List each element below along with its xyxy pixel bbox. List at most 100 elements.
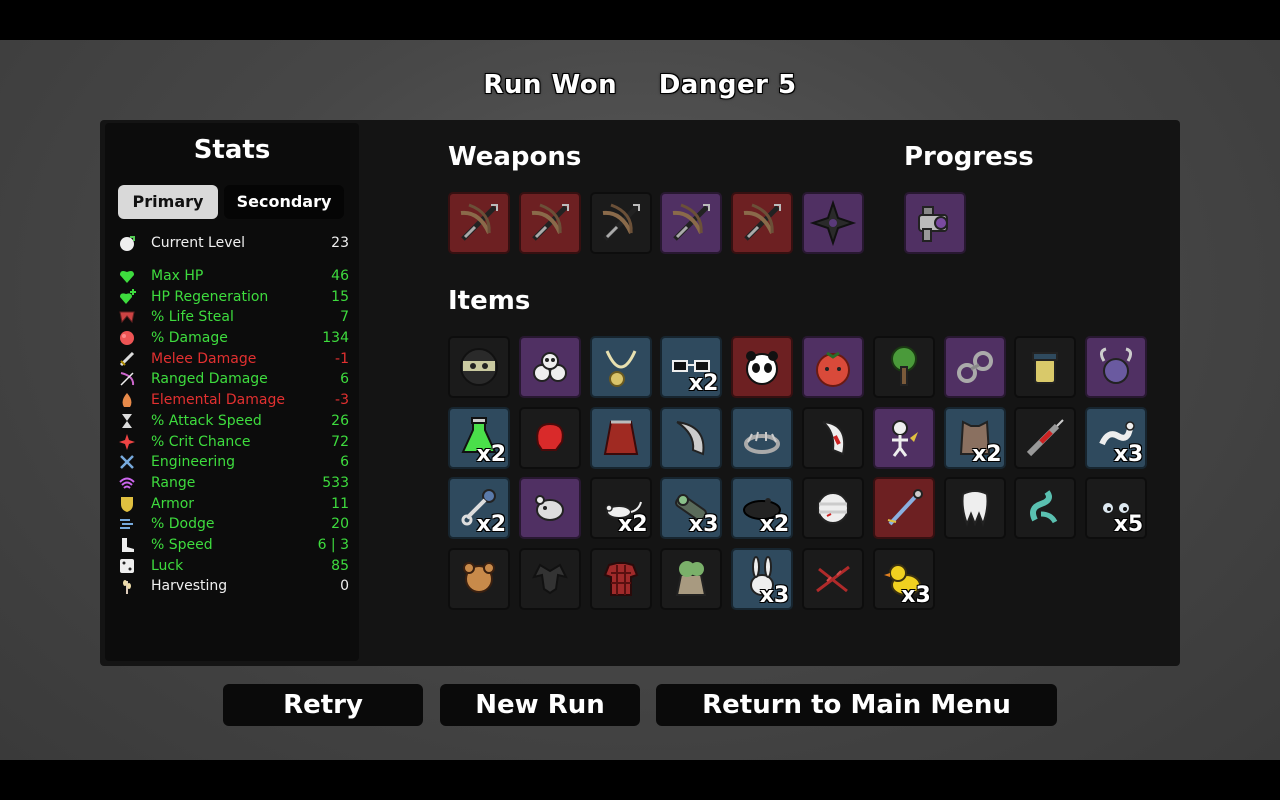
stat-value: 72 (331, 433, 349, 450)
item-slot[interactable] (872, 336, 935, 398)
weapon-slot[interactable] (518, 192, 581, 254)
item-slot[interactable] (731, 336, 794, 398)
item-slot[interactable]: x3 (1085, 406, 1148, 469)
weapon-slot[interactable] (731, 192, 794, 254)
wrench-icon (117, 452, 137, 472)
progress-slot[interactable] (904, 192, 966, 254)
item-slot[interactable] (518, 336, 581, 398)
boot-icon (117, 535, 137, 555)
stat-name: % Damage (151, 330, 228, 347)
item-slot[interactable] (660, 547, 723, 610)
weapon-slot[interactable] (448, 192, 510, 254)
item-slot[interactable] (731, 406, 794, 469)
item-slot[interactable]: x3 (660, 477, 723, 539)
item-slot[interactable]: x2 (731, 477, 794, 539)
item-slot[interactable] (589, 406, 652, 469)
stat-name: Current Level (151, 235, 245, 252)
camera-gun-icon (911, 199, 959, 247)
jar-icon (1021, 343, 1069, 391)
item-slot[interactable] (589, 336, 652, 398)
bear-icon (455, 555, 503, 603)
item-slot[interactable]: x2 (660, 336, 723, 398)
bunny-icon (738, 555, 786, 603)
stat-value: 7 (340, 309, 349, 326)
stat-name: Max HP (151, 268, 204, 285)
weapon-slot[interactable] (802, 192, 864, 254)
fang-icon (117, 307, 137, 327)
item-slot[interactable] (1014, 477, 1077, 539)
item-slot[interactable]: x2 (589, 477, 652, 539)
progress-title: Progress (904, 142, 1034, 172)
retry-button[interactable]: Retry (223, 684, 423, 726)
item-slot[interactable] (448, 336, 510, 398)
item-slot[interactable]: x3 (872, 547, 935, 610)
item-slot[interactable] (1014, 336, 1077, 398)
weapon-slot[interactable] (589, 192, 652, 254)
item-count-badge: x3 (901, 582, 931, 608)
item-slot[interactable]: x5 (1085, 477, 1148, 539)
shield-icon (117, 494, 137, 514)
barbed-wire-icon (809, 555, 857, 603)
item-slot[interactable] (518, 547, 581, 610)
item-slot[interactable] (872, 477, 935, 539)
stat-name: Ranged Damage (151, 371, 268, 388)
item-slot[interactable]: x2 (448, 477, 510, 539)
sword-icon (117, 349, 137, 369)
stat-name: Melee Damage (151, 350, 257, 367)
item-slot[interactable] (872, 406, 935, 469)
tab-secondary[interactable]: Secondary (224, 185, 344, 219)
item-slot[interactable] (943, 336, 1006, 398)
item-slot[interactable]: x3 (731, 547, 794, 610)
item-count-badge: x2 (476, 441, 507, 467)
stat-name: Harvesting (151, 578, 228, 595)
stat-name: HP Regeneration (151, 288, 269, 305)
item-slot[interactable] (802, 477, 864, 539)
item-slot[interactable]: x2 (448, 406, 510, 469)
stat-row[interactable]: Melee Damage-1 (117, 348, 349, 369)
crit-icon (117, 432, 137, 452)
item-slot[interactable] (943, 477, 1006, 539)
tooth-icon (951, 484, 999, 532)
flame-icon (117, 390, 137, 410)
weapon-slot[interactable] (660, 192, 723, 254)
item-slot[interactable] (518, 406, 581, 469)
vest-icon (951, 414, 999, 462)
item-count-badge: x2 (688, 371, 719, 396)
item-slot[interactable] (1085, 336, 1148, 398)
tab-primary[interactable]: Primary (118, 185, 218, 219)
main-menu-button[interactable]: Return to Main Menu (656, 684, 1057, 726)
item-slot[interactable] (802, 547, 864, 610)
item-slot[interactable] (802, 406, 864, 469)
stat-name: % Life Steal (151, 309, 234, 326)
shuriken-icon (809, 199, 857, 247)
item-slot[interactable] (518, 477, 581, 539)
stat-row[interactable]: Elemental Damage-3 (117, 390, 349, 411)
weapons-title: Weapons (448, 142, 582, 172)
item-slot[interactable] (660, 406, 723, 469)
stat-name: % Attack Speed (151, 412, 262, 429)
item-slot[interactable]: x2 (943, 406, 1006, 469)
item-slot[interactable] (802, 336, 864, 398)
boxing-glove-icon (526, 414, 574, 462)
new-run-button[interactable]: New Run (440, 684, 640, 726)
stat-row[interactable]: % Life Steal 7 (117, 307, 349, 328)
wand-icon (880, 484, 928, 532)
item-slot[interactable] (589, 547, 652, 610)
item-slot[interactable] (1014, 406, 1077, 469)
ninja-mask-icon (455, 343, 503, 391)
item-slot[interactable] (448, 547, 510, 610)
